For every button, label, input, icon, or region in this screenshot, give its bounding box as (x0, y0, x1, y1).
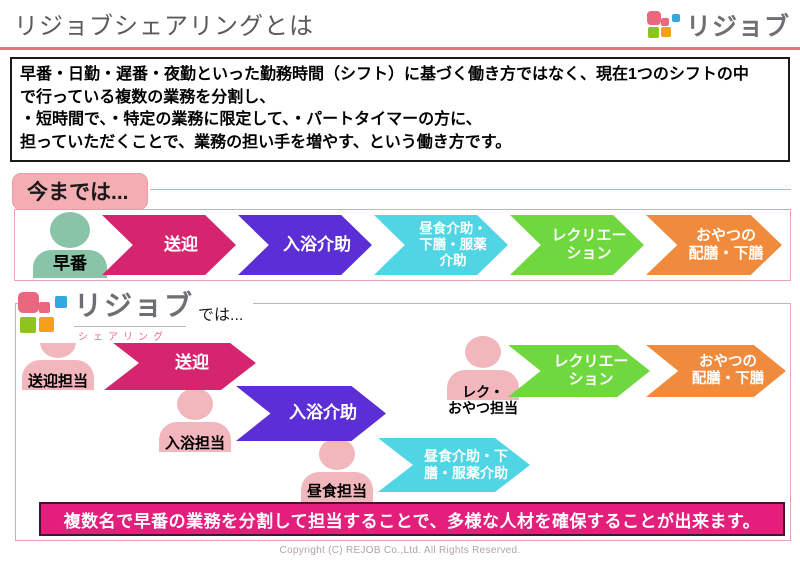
intro-text: 早番・日勤・遅番・夜勤といった勤務時間（シフト）に基づく働き方ではなく、現在1つ… (20, 66, 749, 152)
brand-name: リジョブ (685, 13, 790, 41)
brand-subtitle: シェアリング (78, 332, 168, 343)
person-icon-torso (447, 370, 519, 400)
before-task-arrow-recreation: レクリエー ション (510, 215, 644, 275)
worker-label: 入浴担当 (164, 434, 225, 452)
copyright-text: Copyright (C) REJOB Co.,Ltd. All Rights … (279, 545, 521, 556)
title-underline (0, 47, 800, 50)
worker-chushoku: 昼食担当 (301, 438, 373, 502)
worker-early-shift: 早番 (33, 212, 107, 279)
logo-square-green (647, 27, 659, 38)
person-icon-head (177, 388, 213, 420)
brand-name-large: リジョブ (74, 290, 195, 321)
logo-square-orange (39, 317, 54, 332)
logo-square-green (20, 317, 36, 333)
logo-square-blue (55, 296, 67, 308)
after-task-arrow-oyatsu: おやつの 配膳・下膳 (646, 345, 786, 397)
worker-label: レク・ おやつ担当 (448, 384, 518, 416)
task-label: おやつの 配膳・下膳 (691, 353, 765, 387)
worker-label: 早番 (53, 254, 87, 274)
task-label: 昼食介助・下 膳・服薬介助 (424, 448, 508, 481)
conclusion-text: 複数名で早番の業務を分割して担当することで、多様な人材を確保することが出来ます。 (63, 511, 761, 531)
intro-text-box: 早番・日勤・遅番・夜勤といった勤務時間（シフト）に基づく働き方ではなく、現在1つ… (10, 57, 790, 162)
task-label: 入浴介助 (289, 403, 357, 423)
person-icon-torso (33, 250, 107, 278)
worker-label: 昼食担当 (306, 482, 367, 500)
after-section-header: リジョブ シェアリング では... (18, 284, 254, 343)
brand-underline (74, 326, 186, 327)
before-section-label: 今までは... (12, 173, 148, 210)
logo-square-pink-small (660, 18, 669, 26)
worker-label: 送迎担当 (27, 372, 88, 390)
task-label: 送迎 (175, 352, 209, 372)
task-label: 昼食介助・ 下膳・服薬 介助 (419, 221, 487, 268)
rejob-logo: リジョブ (646, 7, 790, 43)
conclusion-banner: 複数名で早番の業務を分割して担当することで、多様な人材を確保することが出来ます。 (39, 502, 785, 536)
rejob-logo-icon (646, 9, 681, 41)
before-label-connector-line (150, 189, 791, 190)
before-task-arrow-chushoku: 昼食介助・ 下膳・服薬 介助 (374, 215, 508, 275)
logo-square-pink (646, 11, 661, 25)
logo-square-orange (660, 27, 671, 37)
worker-sougei: 送迎担当 (20, 326, 96, 390)
rejob-logo-icon-large (18, 289, 68, 343)
task-label: 入浴介助 (283, 234, 351, 254)
task-label: 送迎 (164, 234, 198, 254)
logo-square-blue (671, 14, 680, 22)
person-icon-head (319, 438, 355, 470)
person-icon-torso (159, 422, 231, 452)
task-label: レクリエー ション (551, 227, 627, 262)
person-icon-torso (22, 360, 94, 390)
brand-lockup: リジョブ シェアリング (74, 284, 194, 343)
worker-nyuyoku: 入浴担当 (157, 388, 233, 452)
person-icon-head (465, 336, 501, 368)
page-title: リジョブシェアリングとは (14, 13, 314, 40)
logo-square-pink-small (39, 302, 50, 313)
worker-reku-oyatsu: レク・ おやつ担当 (440, 336, 526, 416)
after-section-suffix: では... (198, 307, 244, 324)
logo-square-pink (18, 292, 39, 313)
task-label: レクリエー ション (553, 353, 629, 388)
person-icon-torso (301, 472, 373, 502)
task-label: おやつの 配膳・下膳 (688, 227, 764, 262)
person-icon-head (50, 212, 90, 248)
